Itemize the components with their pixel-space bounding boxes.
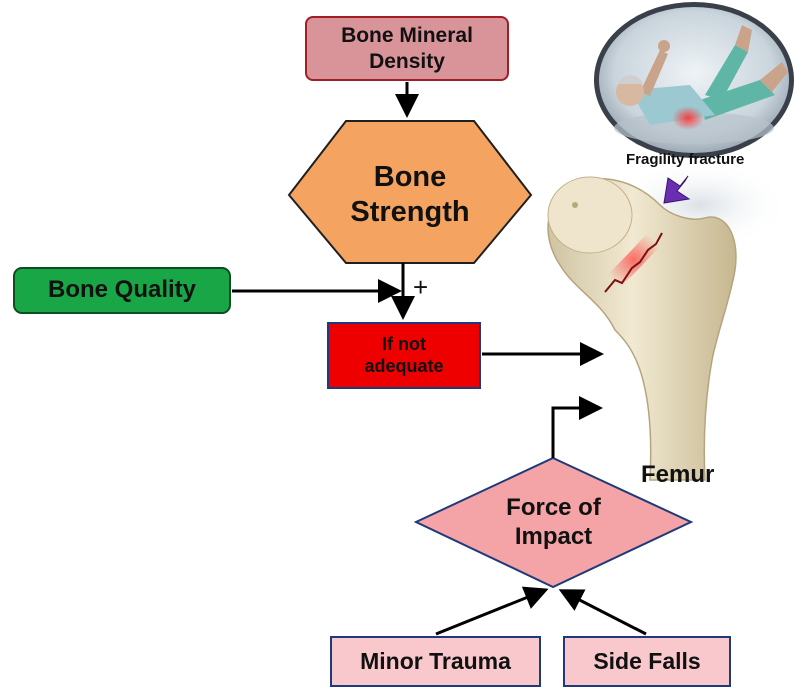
- minor-trauma-label: Minor Trauma: [360, 648, 511, 676]
- force-of-impact-label-wrap: Force of Impact: [476, 488, 631, 558]
- side-falls-box: Side Falls: [563, 636, 731, 687]
- bone-quality-label: Bone Quality: [48, 276, 196, 305]
- if-not-adequate-box: If not adequate: [327, 322, 481, 389]
- arrow-force-to-femur: [553, 408, 597, 458]
- femur-label: Femur: [641, 461, 714, 489]
- arrow-minor-trauma-to-force: [436, 591, 543, 634]
- fragility-fracture-label: Fragility fracture: [626, 151, 744, 168]
- minor-trauma-box: Minor Trauma: [330, 636, 541, 687]
- bone-quality-box: Bone Quality: [13, 267, 231, 314]
- bone-mineral-density-label: Bone Mineral Density: [307, 23, 507, 73]
- elderly-fall-illustration: [594, 2, 794, 158]
- side-falls-label: Side Falls: [593, 648, 700, 676]
- bone-mineral-density-box: Bone Mineral Density: [305, 16, 509, 81]
- if-not-adequate-label: If not adequate: [359, 334, 449, 377]
- plus-sign: +: [413, 272, 428, 303]
- femur-illustration: [548, 160, 790, 480]
- force-of-impact-label: Force of Impact: [494, 494, 614, 552]
- bone-strength-label: Bone Strength: [335, 160, 485, 230]
- bone-strength-label-wrap: Bone Strength: [335, 150, 485, 240]
- arrow-side-falls-to-force: [564, 592, 646, 634]
